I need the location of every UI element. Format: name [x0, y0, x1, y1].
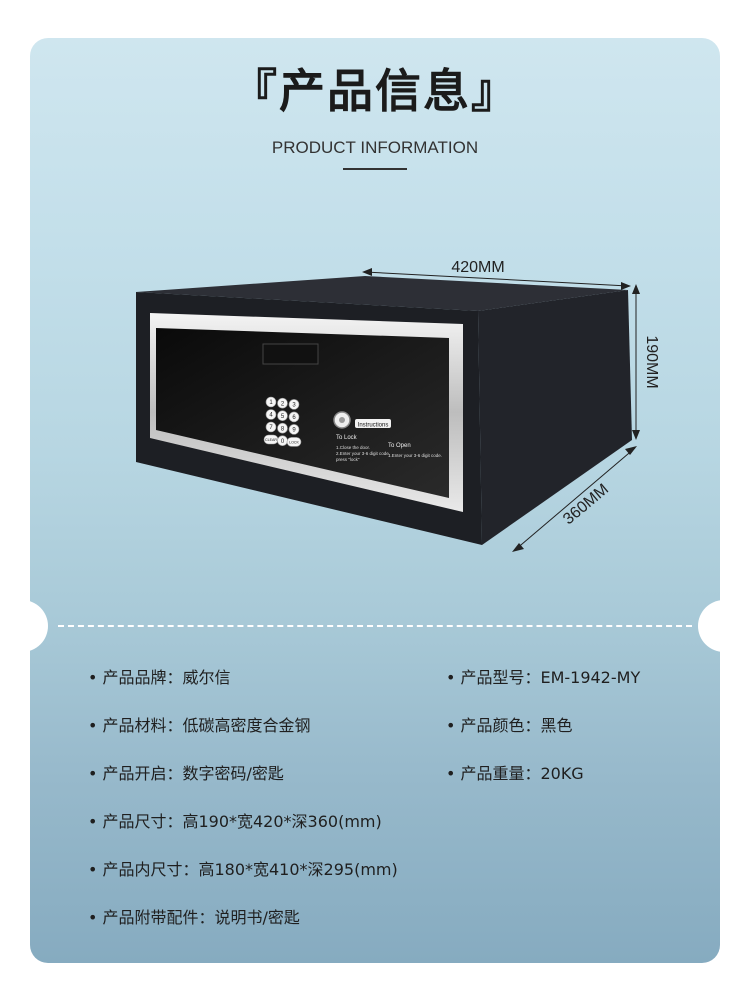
keypad-key: [286, 437, 302, 447]
bullet: •: [88, 668, 98, 687]
keypad-key-label: 2: [281, 401, 285, 407]
spec-value: EM-1942-MY: [540, 668, 641, 687]
keypad-key: [277, 422, 288, 434]
spec-brand: •产品品牌：威尔信: [88, 664, 230, 688]
width-dimension-line: [364, 271, 629, 287]
bullet: •: [88, 764, 98, 783]
to-lock-title: To Lock: [336, 435, 358, 441]
spec-inner-size: •产品内尺寸：高180*宽410*深295(mm): [88, 856, 398, 880]
keypad-key-label: 0: [281, 439, 285, 445]
spec-label: 产品尺寸：: [102, 812, 183, 831]
keypad-key: [288, 424, 300, 435]
spec-material: •产品材料：低碳高密度合金钢: [88, 712, 310, 736]
safe-top-face: [136, 276, 628, 311]
spec-value: 低碳高密度合金钢: [182, 716, 311, 735]
spec-label: 产品品牌：: [102, 668, 183, 687]
keypad-key-label: LOCK: [289, 441, 299, 445]
dashed-divider: [58, 625, 692, 627]
spec-label: 产品材料：: [102, 716, 183, 735]
to-lock-line-2: 2.Enter your 3-6 digit code,: [336, 451, 390, 456]
spec-label: 产品开启：: [102, 764, 183, 783]
ticket-notch-left: [0, 600, 48, 652]
keypad-key-label: 6: [292, 415, 296, 421]
to-lock-line-1: 1.Close the door.: [336, 445, 370, 450]
spec-weight: •产品重量：20KG: [446, 760, 584, 784]
spec-color: •产品颜色：黑色: [446, 712, 572, 736]
bullet: •: [88, 908, 98, 927]
lcd-display: [262, 343, 319, 365]
spec-label: 产品内尺寸：: [102, 860, 199, 879]
glass-door: [156, 328, 449, 498]
spec-value: 数字密码/密匙: [182, 764, 284, 783]
spec-label: 产品颜色：: [460, 716, 541, 735]
page-subtitle: PRODUCT INFORMATION: [271, 138, 479, 157]
spec-label: 产品重量：: [460, 764, 541, 783]
spec-accessories: •产品附带配件：说明书/密匙: [88, 904, 300, 928]
spec-opening: •产品开启：数字密码/密匙: [88, 760, 284, 784]
bullet: •: [446, 668, 456, 687]
spec-value: 高180*宽410*深295(mm): [198, 860, 398, 879]
instructions-tag: [355, 419, 391, 428]
spec-value: 威尔信: [182, 668, 231, 687]
title-underline: [343, 168, 407, 170]
spec-label: 产品型号：: [460, 668, 541, 687]
keypad-key: [288, 411, 300, 423]
height-label: 190MM: [643, 335, 660, 388]
keypad-key: [277, 397, 288, 409]
keypad-key-label: 1: [269, 400, 273, 406]
ticket-notch-right: [698, 600, 750, 652]
to-open-line-1: 1.Enter your 3-6 digit code.: [388, 453, 442, 458]
spec-model: •产品型号：EM-1942-MY: [446, 664, 640, 688]
keypad-key-label: 4: [269, 413, 273, 419]
spec-label: 产品附带配件：: [102, 908, 215, 927]
keypad-key-label: 3: [292, 403, 296, 409]
keypad-key-label: CLEAR: [265, 438, 277, 442]
bullet: •: [446, 716, 456, 735]
keypad-key-label: 8: [281, 426, 285, 432]
spec-size: •产品尺寸：高190*宽420*深360(mm): [88, 808, 382, 832]
keypad-key-label: 9: [292, 428, 296, 434]
spec-value: 说明书/密匙: [214, 908, 300, 927]
bullet: •: [446, 764, 456, 783]
keypad-key: [277, 410, 288, 422]
width-label: 420MM: [451, 259, 504, 276]
keypad-key-label: 7: [269, 425, 273, 431]
bullet: •: [88, 860, 98, 879]
keypad-key: [265, 421, 277, 433]
page-title: 『产品信息』: [231, 64, 519, 118]
to-lock-line-3: press "lock": [336, 457, 360, 462]
spec-value: 20KG: [540, 764, 584, 783]
keypad-key: [288, 399, 300, 410]
safe-side-face: [478, 290, 632, 545]
to-open-title: To Open: [388, 443, 411, 449]
depth-dimension-line: [514, 447, 636, 551]
instructions-label: Instructions: [358, 423, 389, 429]
keypad-key: [265, 409, 277, 420]
spec-value: 黑色: [540, 716, 573, 735]
bullet: •: [88, 812, 98, 831]
spec-value: 高190*宽420*深360(mm): [182, 812, 382, 831]
bullet: •: [88, 716, 98, 735]
keypad-key: [265, 396, 277, 408]
keypad-key-label: 5: [281, 414, 285, 420]
